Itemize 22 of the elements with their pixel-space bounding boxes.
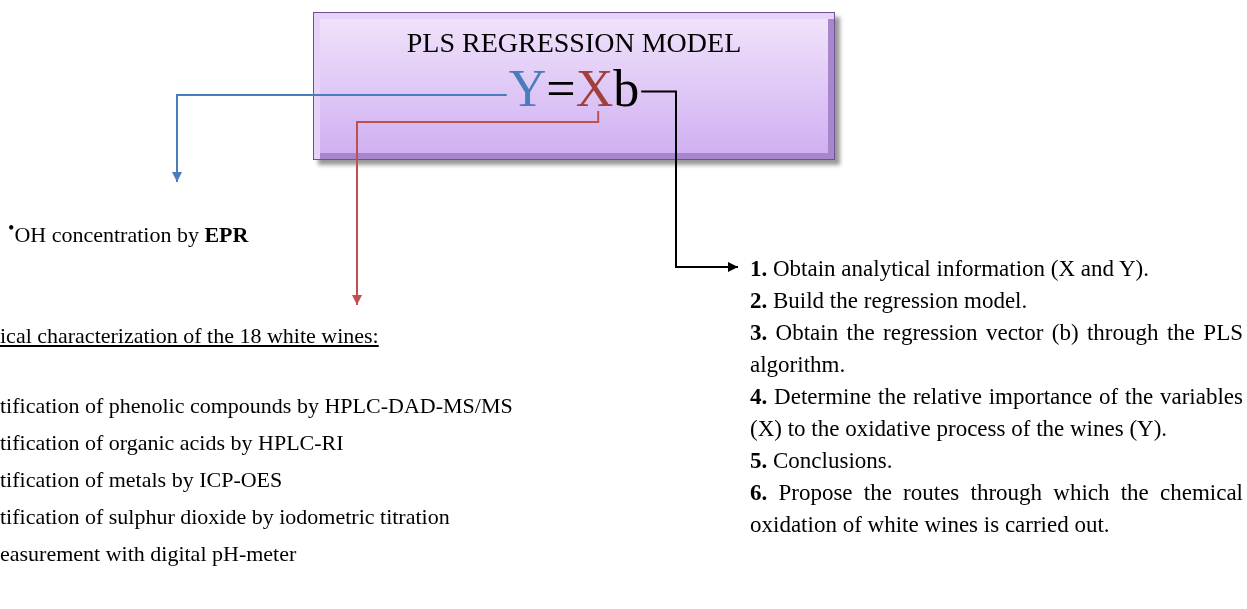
- text-line: $^{•}$OH concentration by EPR: [8, 218, 250, 249]
- list-item: 6. Propose the routes through which the chemical oxidation of white wines is carried out.: [750, 479, 1243, 539]
- arrow: [640, 90, 739, 272]
- arrow: [172, 94, 508, 183]
- equation-symbol: Y: [508, 63, 547, 115]
- equation-symbol: b: [613, 63, 640, 115]
- list-item: 4. Determine the relative importance of the variables (X) to the oxidative process of the wines (Y).: [750, 383, 1243, 443]
- list-item: 2. Build the regression model.: [750, 287, 1029, 315]
- list-item: 3. Obtain the regression vector (b) through the PLS algorithm.: [750, 319, 1243, 379]
- arrow: [352, 110, 600, 306]
- list-item: tification of organic acids by HPLC-RI: [0, 430, 345, 456]
- equation-symbol: X: [575, 63, 614, 115]
- list-item: 5. Conclusions.: [750, 447, 894, 475]
- list-item: tification of sulphur dioxide by iodometric titration: [0, 504, 451, 530]
- section-heading: ical characterization of the 18 white wines:: [0, 323, 380, 349]
- list-item: tification of metals by ICP-OES: [0, 467, 284, 493]
- equals-sign: =: [546, 63, 576, 115]
- model-box: [313, 12, 835, 160]
- list-item: tification of phenolic compounds by HPLC-DAD-MS/MS: [0, 393, 514, 419]
- box-title: PLS REGRESSION MODEL: [406, 27, 742, 59]
- list-item: 1. Obtain analytical information (X and Y).: [750, 255, 1150, 283]
- list-item: easurement with digital pH-meter: [0, 541, 298, 567]
